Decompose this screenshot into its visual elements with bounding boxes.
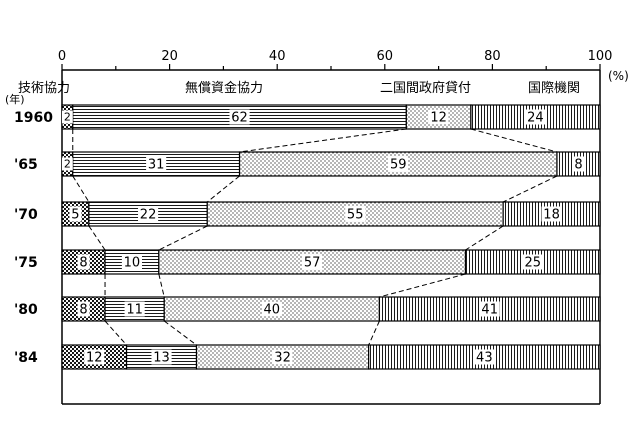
data-label: 12 [430, 111, 447, 126]
legend-label: 二国間政府貸付 [380, 80, 471, 96]
legend-label: 国際機関 [528, 81, 580, 96]
data-label-bg [77, 301, 90, 317]
label-layer: 1960 '65 '70 '75 '80 '84 2 62 12 24 2 31 59 8 5 22 55 18 8… [14, 109, 585, 366]
bar-layer [61, 104, 601, 370]
data-label-bg [146, 156, 167, 172]
data-label: 31 [148, 158, 165, 173]
x-tick-label: 40 [269, 49, 286, 64]
data-label: 62 [231, 111, 248, 126]
data-label: 41 [481, 303, 498, 318]
bar-segment [104, 249, 160, 275]
x-tick-label: 80 [484, 49, 501, 64]
data-label-bg [124, 301, 145, 317]
data-label-bg [474, 349, 495, 365]
category-label: '70 [14, 207, 38, 223]
data-label-bg [69, 206, 82, 222]
bar-segment [163, 296, 381, 322]
category-label: '84 [14, 350, 38, 366]
x-tick-label: 20 [161, 49, 178, 64]
data-label-bg [428, 109, 449, 125]
data-label: 59 [390, 158, 407, 173]
data-label: 32 [274, 351, 291, 366]
connector-line [239, 128, 407, 153]
bar-segment [470, 104, 601, 130]
data-label: 22 [140, 208, 157, 223]
connector-line [470, 128, 558, 153]
x-tick-label: 60 [377, 49, 394, 64]
data-label: 8 [79, 303, 87, 318]
x-tick-label: 0 [58, 49, 66, 64]
x-tick-label: 100 [588, 49, 613, 64]
connector-line [88, 225, 106, 251]
data-label: 2 [64, 158, 71, 171]
data-label-bg [541, 206, 562, 222]
category-label: '65 [14, 157, 38, 173]
data-label-bg [77, 254, 90, 270]
connector-line [163, 320, 197, 346]
category-label: '75 [14, 255, 38, 271]
legend-layer: 技術協力 無償資金協力 二国間政府貸付 国際機関 [18, 80, 580, 96]
category-label: 1960 [14, 110, 53, 126]
connector-line [72, 175, 90, 203]
connector-line [104, 320, 127, 346]
x-unit-label: (%) [608, 69, 629, 83]
data-label: 43 [476, 351, 493, 366]
data-label-bg [345, 206, 366, 222]
data-label: 11 [126, 303, 143, 318]
data-label-bg [272, 349, 293, 365]
bar-segment [158, 249, 467, 275]
data-label: 2 [64, 111, 71, 124]
data-label: 24 [527, 111, 544, 126]
y-unit-label: (年) [5, 92, 25, 106]
data-label-bg [61, 157, 73, 171]
connector-layer [72, 128, 558, 346]
data-label-bg [572, 156, 585, 172]
legend-label: 無償資金協力 [185, 80, 263, 96]
data-label: 12 [86, 351, 103, 366]
category-label: '80 [14, 302, 38, 318]
data-label: 40 [264, 303, 281, 318]
data-label-bg [61, 110, 73, 124]
data-label: 8 [79, 256, 87, 271]
data-label: 25 [524, 256, 541, 271]
data-label: 55 [347, 208, 364, 223]
data-label-bg [525, 109, 546, 125]
data-label: 10 [124, 256, 141, 271]
data-label-bg [151, 349, 172, 365]
connector-line [158, 273, 165, 298]
data-label-bg [121, 254, 142, 270]
data-label: 13 [153, 351, 170, 366]
data-label: 18 [543, 208, 560, 223]
connector-line [465, 225, 504, 251]
data-label: 57 [304, 256, 321, 271]
data-label-bg [261, 301, 282, 317]
data-label-bg [479, 301, 500, 317]
data-label-bg [302, 254, 323, 270]
data-label-bg [229, 109, 250, 125]
data-label-bg [84, 349, 105, 365]
connector-line [379, 273, 466, 298]
data-label-bg [522, 254, 543, 270]
connector-line [158, 225, 208, 251]
data-label: 8 [574, 158, 582, 173]
data-label-bg [138, 206, 159, 222]
legend-label: 技術協力 [18, 81, 70, 96]
data-label-bg [388, 156, 409, 172]
connector-line [206, 175, 240, 203]
data-label: 5 [71, 208, 79, 223]
connector-line [368, 320, 380, 346]
connector-line [502, 175, 558, 203]
